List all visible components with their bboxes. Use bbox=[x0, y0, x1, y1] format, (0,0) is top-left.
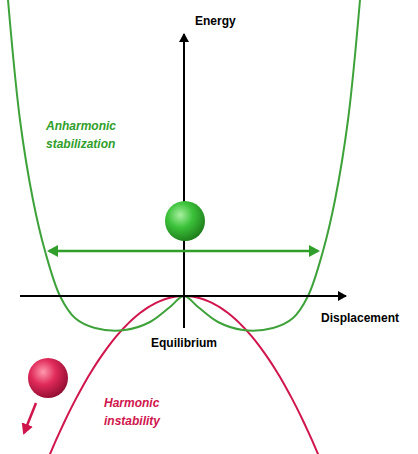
falling-arrow bbox=[24, 403, 36, 433]
unstable-ball bbox=[28, 358, 68, 398]
oscillation-range-arrow bbox=[49, 250, 318, 253]
region-label: Harmonic instability bbox=[104, 394, 194, 430]
energy-axis bbox=[183, 34, 185, 328]
anharmonic-double-well bbox=[8, 0, 360, 331]
region-label: Anharmonic stabilization bbox=[46, 117, 146, 153]
axis-label: Displacement bbox=[321, 309, 399, 327]
axis-label: Energy bbox=[195, 12, 236, 30]
point-label: Equilibrium bbox=[134, 334, 234, 352]
stable-ball bbox=[165, 201, 205, 241]
